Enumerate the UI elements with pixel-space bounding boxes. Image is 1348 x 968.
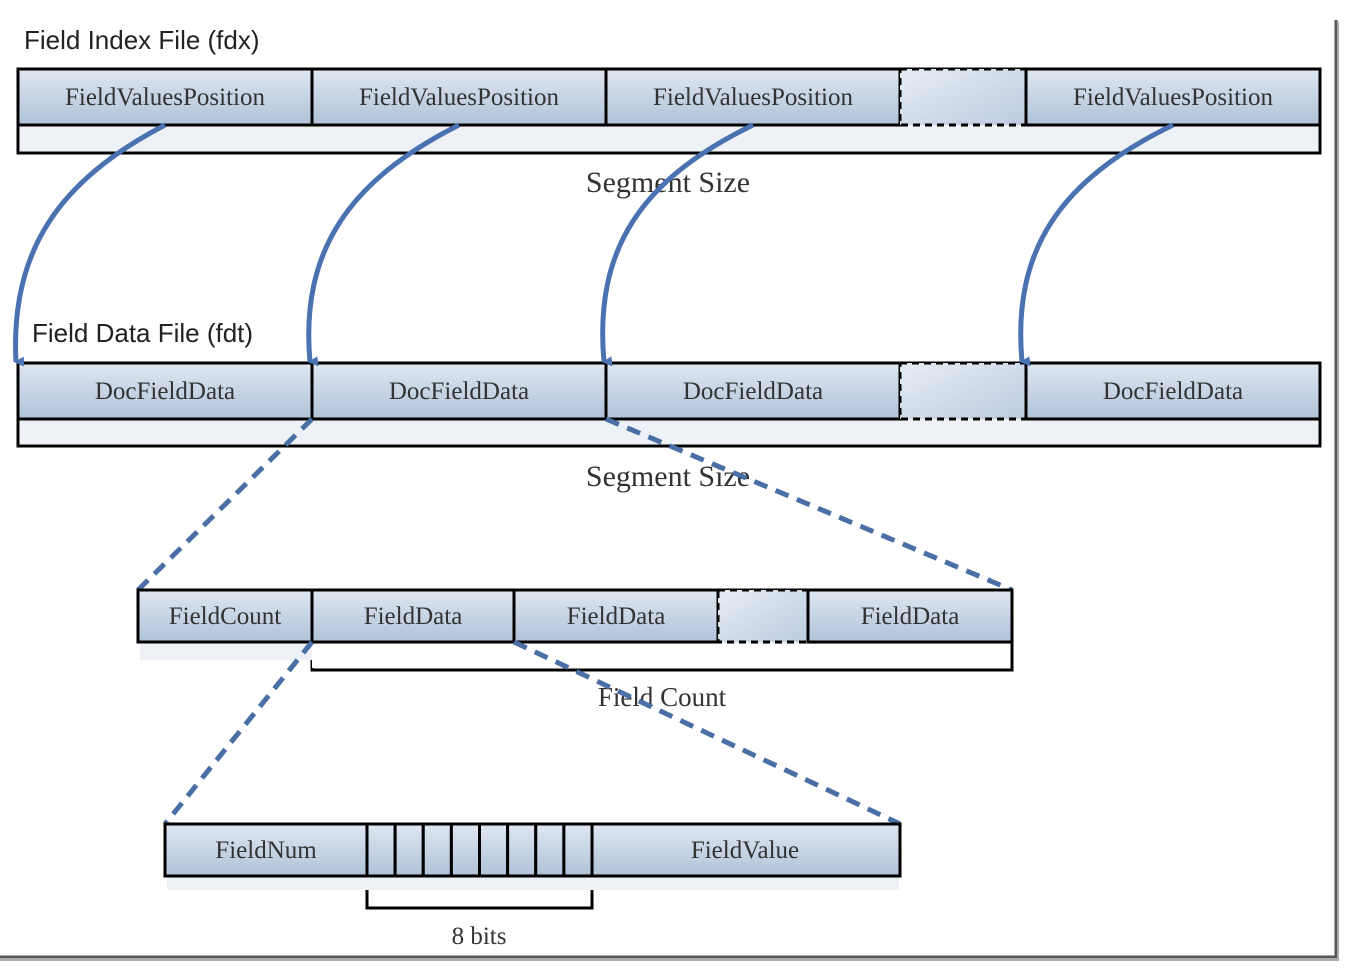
fdt-cell-3-label: DocFieldData — [683, 378, 823, 405]
doc-ellipsis-cell — [716, 588, 810, 644]
pointer-arrows — [13, 122, 1175, 367]
fdt-record-row: DocFieldData DocFieldData DocFieldData D… — [16, 361, 1322, 448]
field-count-span-label: Field Count — [598, 682, 727, 712]
bit-cell — [421, 822, 453, 878]
fdx-cell-2-label: FieldValuesPosition — [359, 84, 560, 111]
pointer-arrow-3 — [600, 122, 755, 367]
doc-field-data-row: FieldCount FieldData FieldData FieldData — [136, 588, 1014, 672]
fdt-cell-4-label: DocFieldData — [1103, 378, 1243, 405]
pointer-arrow-4 — [1018, 122, 1175, 367]
field-data-cell-2 — [512, 588, 720, 644]
fdx-cell-4 — [1024, 67, 1322, 127]
field-data-cell-3 — [806, 588, 1014, 644]
fdt-cell-2-label: DocFieldData — [389, 378, 529, 405]
field-expansion-line-left — [163, 640, 314, 826]
bit-cell — [365, 822, 397, 878]
bit-cell — [562, 822, 594, 878]
fdx-cell-1 — [16, 67, 314, 127]
field-expansion-line-right — [512, 639, 902, 827]
fdt-segment-size-label: Segment Size — [586, 460, 750, 493]
fdt-cell-3 — [604, 361, 902, 421]
bit-cell — [393, 822, 425, 878]
bits-bracket-inner — [369, 890, 590, 906]
doc-expansion-lines — [136, 416, 1013, 593]
pointer-arrow-1 — [13, 122, 167, 367]
bit-cell — [534, 822, 566, 878]
doc-expansion-line-left — [136, 417, 314, 592]
bit-cell — [449, 822, 482, 878]
field-count-cell — [136, 588, 314, 644]
field-shadow-band — [167, 876, 899, 890]
field-num-label: FieldNum — [215, 837, 317, 864]
image-frame — [0, 20, 1339, 961]
field-value-label: FieldValue — [691, 837, 799, 864]
fdx-shadow-band — [20, 125, 1318, 151]
fdx-cell-3-label: FieldValuesPosition — [653, 84, 854, 111]
fdx-cell-1-label: FieldValuesPosition — [65, 84, 266, 111]
field-data-cell-2-label: FieldData — [567, 603, 666, 630]
field-data-row: FieldNum FieldValue — [163, 822, 902, 910]
fdx-title: Field Index File (fdx) — [24, 25, 260, 55]
bit-cell — [506, 822, 538, 878]
fdx-record-row: FieldValuesPosition FieldValuesPosition … — [16, 67, 1322, 155]
fdx-ellipsis-cell — [898, 67, 1028, 127]
bit-cell — [478, 822, 510, 878]
field-count-cell-label: FieldCount — [169, 603, 282, 630]
fdt-title: Field Data File (fdt) — [32, 318, 253, 348]
doc-bracket-inner — [312, 644, 1010, 668]
bit-cells — [365, 822, 594, 878]
fdt-cell-1-label: DocFieldData — [95, 378, 235, 405]
field-data-cell-1-label: FieldData — [364, 603, 463, 630]
pointer-arrow-2 — [306, 122, 461, 367]
fdx-cell-4-label: FieldValuesPosition — [1073, 84, 1274, 111]
bits-span-label: 8 bits — [452, 923, 507, 950]
fdt-cell-4 — [1024, 361, 1322, 421]
fdt-ellipsis-cell — [898, 361, 1028, 421]
field-data-cell-3-label: FieldData — [861, 603, 960, 630]
doc-expansion-line-right — [605, 416, 1013, 593]
field-expansion-lines — [163, 639, 902, 827]
fdt-shadow-band — [20, 419, 1318, 444]
